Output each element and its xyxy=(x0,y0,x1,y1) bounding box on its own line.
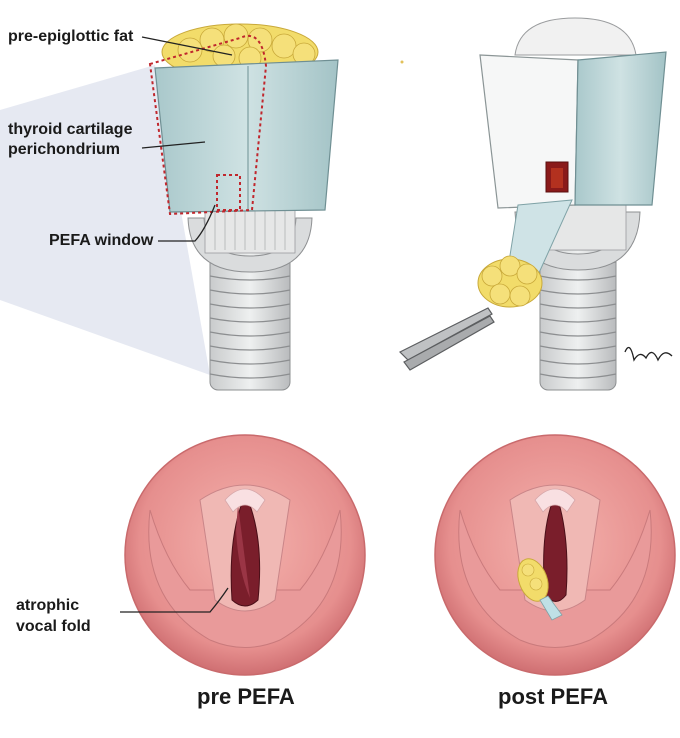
larynx-left xyxy=(0,23,339,391)
augmented-fold-fat xyxy=(517,558,563,621)
label-vocal-fold: vocal fold xyxy=(16,618,91,635)
cricothyroid-membrane-left xyxy=(204,204,296,254)
thyroid-cartilage-left xyxy=(154,59,339,213)
label-pefa-window: PEFA window xyxy=(49,232,154,249)
label-perichondrium: perichondrium xyxy=(8,141,121,158)
projection-wedge xyxy=(0,65,210,375)
epiglottis xyxy=(514,17,637,56)
glottis-post xyxy=(543,499,568,602)
caption-pre-pefa: pre PEFA xyxy=(197,684,295,709)
fat-graft xyxy=(477,255,543,308)
thyroid-cartilage-right-blue xyxy=(574,51,667,206)
dashed-outline xyxy=(148,35,268,216)
endoscopic-view-post xyxy=(434,434,676,676)
label-atrophic: atrophic xyxy=(16,597,80,614)
endoscopic-view-pre xyxy=(120,434,366,676)
label-thyroid-cartilage: thyroid cartilage xyxy=(8,121,133,138)
caption-post-pefa: post PEFA xyxy=(498,684,609,709)
larynx-right xyxy=(398,17,673,391)
artist-signature xyxy=(624,346,673,362)
pefa-window-outline xyxy=(216,174,241,211)
label-pre-epiglottic-fat: pre-epiglottic fat xyxy=(8,28,134,45)
forceps xyxy=(398,307,495,371)
